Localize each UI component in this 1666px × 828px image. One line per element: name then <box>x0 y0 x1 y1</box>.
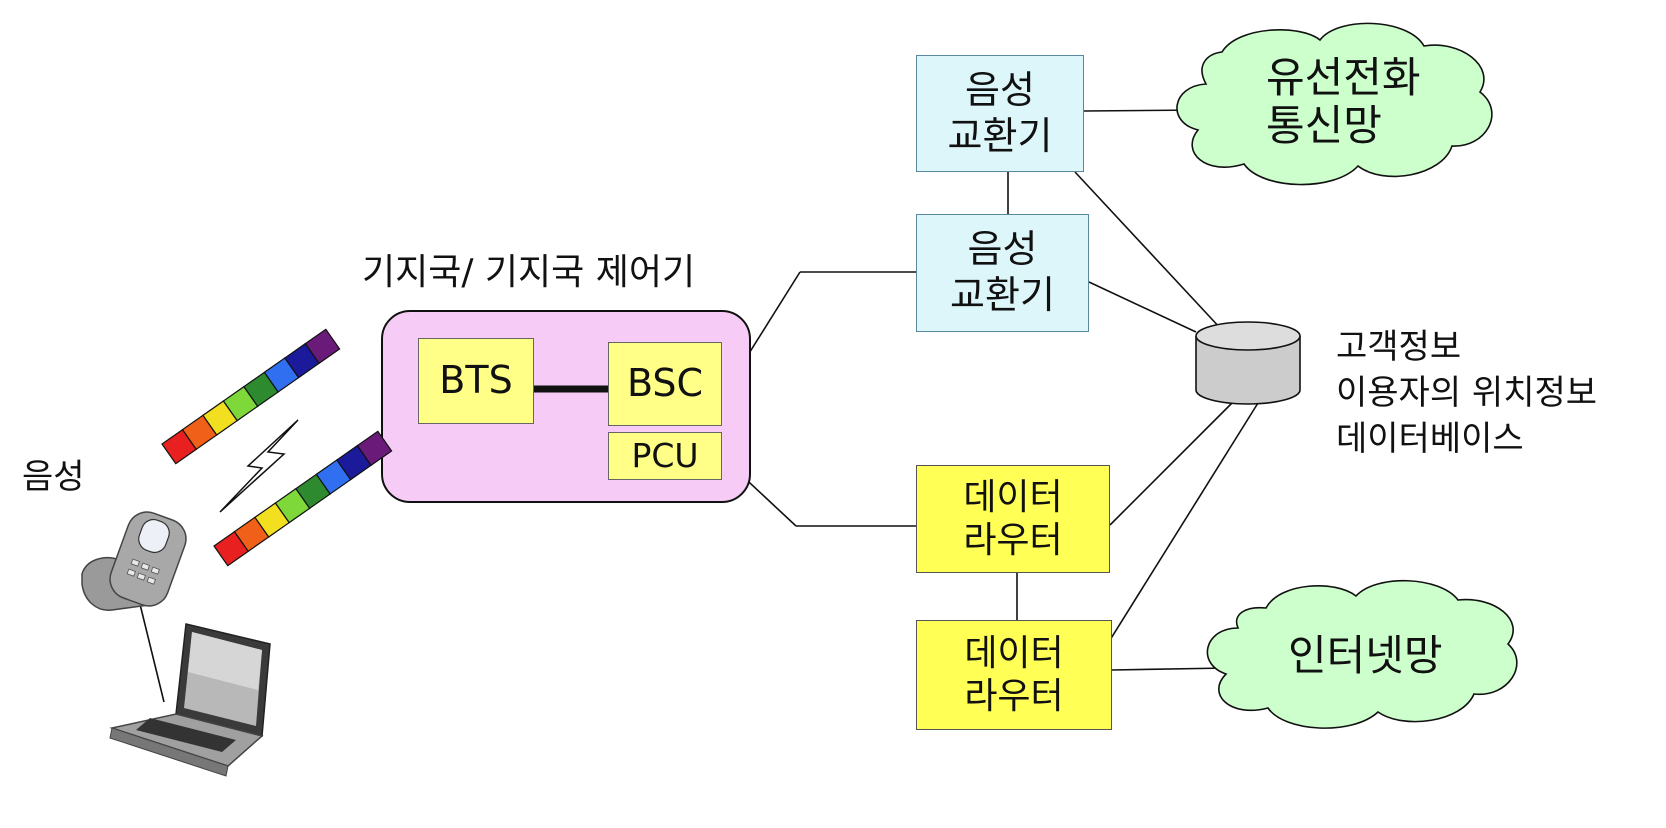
mobile-phone-icon <box>81 511 187 611</box>
link-router1-database <box>1109 402 1233 526</box>
link-switch2-database <box>1088 281 1197 333</box>
database-icon <box>1195 321 1301 405</box>
bss-title: 기지국/ 기지국 제어기 <box>362 252 696 293</box>
signal-segment <box>304 328 341 365</box>
connection-lines <box>137 109 1259 703</box>
bts-box: BTS <box>418 338 534 424</box>
pcu-box: PCU <box>608 432 722 480</box>
database-label-db: 데이터베이스 <box>1336 419 1524 459</box>
radio-signal-bar-upper <box>161 328 341 465</box>
voice-label-left: 음성 <box>22 457 85 497</box>
bsc-box: BSC <box>608 342 722 426</box>
voice-switch-1: 음성 교환기 <box>916 55 1084 172</box>
radio-signal-bar-lower <box>213 430 393 567</box>
link-phone-laptop <box>137 595 165 703</box>
data-router-1: 데이터 라우터 <box>916 465 1110 573</box>
laptop-icon <box>109 623 271 777</box>
database-label-location: 이용자의 위치정보 <box>1336 373 1598 413</box>
lightning-bolt-icon <box>219 419 299 513</box>
internet-cloud-label: 인터넷망 <box>1288 631 1443 680</box>
data-router-2: 데이터 라우터 <box>916 620 1112 730</box>
pstn-cloud-label: 유선전화 통신망 <box>1266 53 1421 151</box>
link-switch1-database <box>1074 171 1223 331</box>
link-router2-database <box>1109 402 1259 641</box>
internet-cloud-shape <box>1206 579 1518 729</box>
voice-switch-2: 음성 교환기 <box>916 214 1089 332</box>
signal-segment <box>356 430 393 467</box>
database-label-customer: 고객정보 <box>1336 327 1462 367</box>
pstn-cloud-shape <box>1176 22 1493 186</box>
link-router2-internet <box>1111 667 1229 671</box>
